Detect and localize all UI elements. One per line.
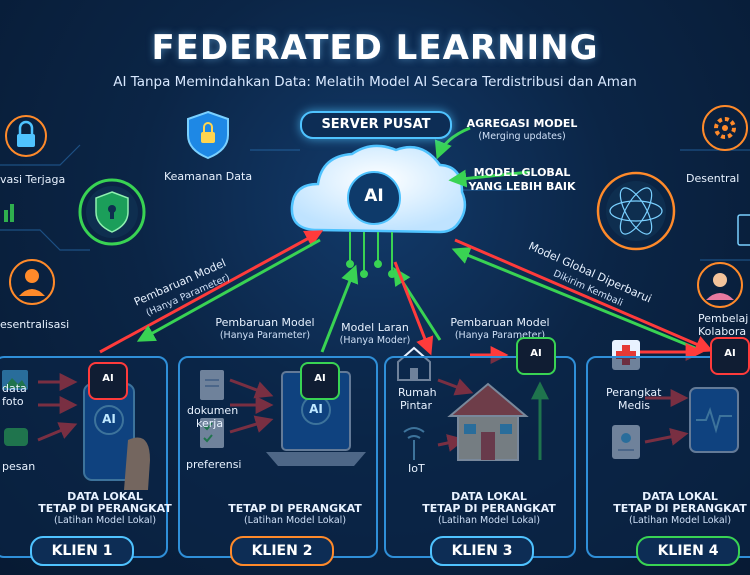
client3-item-iot: IoT [408,462,425,475]
client3-item-pintar: Pintar [400,399,432,412]
klien-4-badge: KLIEN 4 [636,536,740,566]
global-model-arrow [448,169,531,188]
client2-item-kerja: kerja [196,417,224,430]
user-icon [9,259,55,305]
network-ai-icon [596,171,676,251]
arrow-server-client4-red [454,238,714,353]
client2-local2: (Latihan Model Lokal) [243,515,347,526]
ai-chip-label: AI [102,373,114,384]
ai-chip-label: AI [314,373,326,384]
ai-chip-client2: AI [300,362,340,400]
update-3-line1: Pembaruan Model [450,316,550,329]
update-2-line2: (Hanya Parameter) [219,330,311,341]
client4-local3: (Latihan Model Lokal) [628,515,732,526]
client4-item-medis: Medis [618,399,651,412]
client4-item-perangkat: Perangkat [606,386,662,399]
client3-item-rumah: Rumah [398,386,437,399]
client1-local1: DATA LOKAL [67,490,143,503]
document-icon [737,214,750,246]
privacy-label: vasi Terjaga [0,173,66,186]
global-model-line2: YANG LEBIH BAIK [468,180,576,193]
shield-icon [187,110,229,160]
client1-item-data: data [2,382,27,395]
client4-local2: TETAP DI PERANGKAT [613,502,747,515]
decentral-right-label: Desentral [686,172,740,185]
circuit-connectors [346,232,396,278]
arrow-server-client1-down [136,238,321,342]
bar-chart-icon [4,204,14,222]
client4-local1: DATA LOKAL [642,490,718,503]
client1-item-foto: foto [2,395,24,408]
gear-icon [702,105,748,151]
client2-local1: TETAP DI PERANGKAT [228,502,362,515]
update-3-line2: (Hanya Parameter) [454,330,546,341]
client1-local2: TETAP DI PERANGKAT [38,502,172,515]
aggregation-label: AGREGASI MODEL [466,117,578,130]
collab-label-1: Pembelaj [698,312,749,325]
server-ai-label: AI [364,186,384,206]
security-label: Keamanan Data [164,170,253,183]
decentral-left-label: esentralisasi [0,318,70,331]
collaborator-icon [697,262,743,308]
ai-chip-label: AI [724,348,736,359]
client1-item-pesan: pesan [2,460,36,473]
page-subtitle: AI Tanpa Memindahkan Data: Melatih Model… [113,74,637,90]
ai-chip-client3: AI [516,337,556,375]
lock-icon [5,115,47,157]
klien-2-badge: KLIEN 2 [230,536,334,566]
collab-label-2: Kolabora [698,325,747,338]
ai-chip-client1: AI [88,362,128,400]
arrow-client4-up [451,247,701,352]
client-panel-1 [0,356,168,558]
page-title: FEDERATED LEARNING [151,28,599,68]
client3-local3: (Latihan Model Lokal) [437,515,541,526]
update-2-line1: Pembaruan Model [215,316,315,329]
client-panel-2 [178,356,378,558]
model-lokal-line2: (Hanya Moder) [339,335,411,346]
shield-green-icon [78,178,146,246]
arrow-server-client3-red [393,261,434,356]
aggregation-sub: (Merging updates) [478,131,566,142]
aggregation-arrow [434,126,471,160]
model-lokal-line1: Model Laran [341,321,409,334]
client-panel-4 [586,356,750,558]
klien-3-badge: KLIEN 3 [430,536,534,566]
arrow-client2-up [320,264,359,353]
client1-local3: (Latihan Model Lokal) [53,515,157,526]
client3-local1: DATA LOKAL [451,490,527,503]
arrow-client1-up [99,230,324,354]
client2-item-dokumen: dokumen [187,404,239,417]
klien-1-badge: KLIEN 1 [30,536,134,566]
ai-chip-client4: AI [710,337,750,375]
client2-item-preferensi: preferensi [186,458,242,471]
ai-chip-label: AI [530,348,542,359]
server-cloud-icon [290,144,467,234]
client3-local2: TETAP DI PERANGKAT [422,502,556,515]
server-label: SERVER PUSAT [300,111,452,139]
phone-ai-label: AI [102,412,116,426]
global-model-line1: MODEL GLOBAL [473,166,571,179]
laptop-ai-label: AI [309,402,323,416]
